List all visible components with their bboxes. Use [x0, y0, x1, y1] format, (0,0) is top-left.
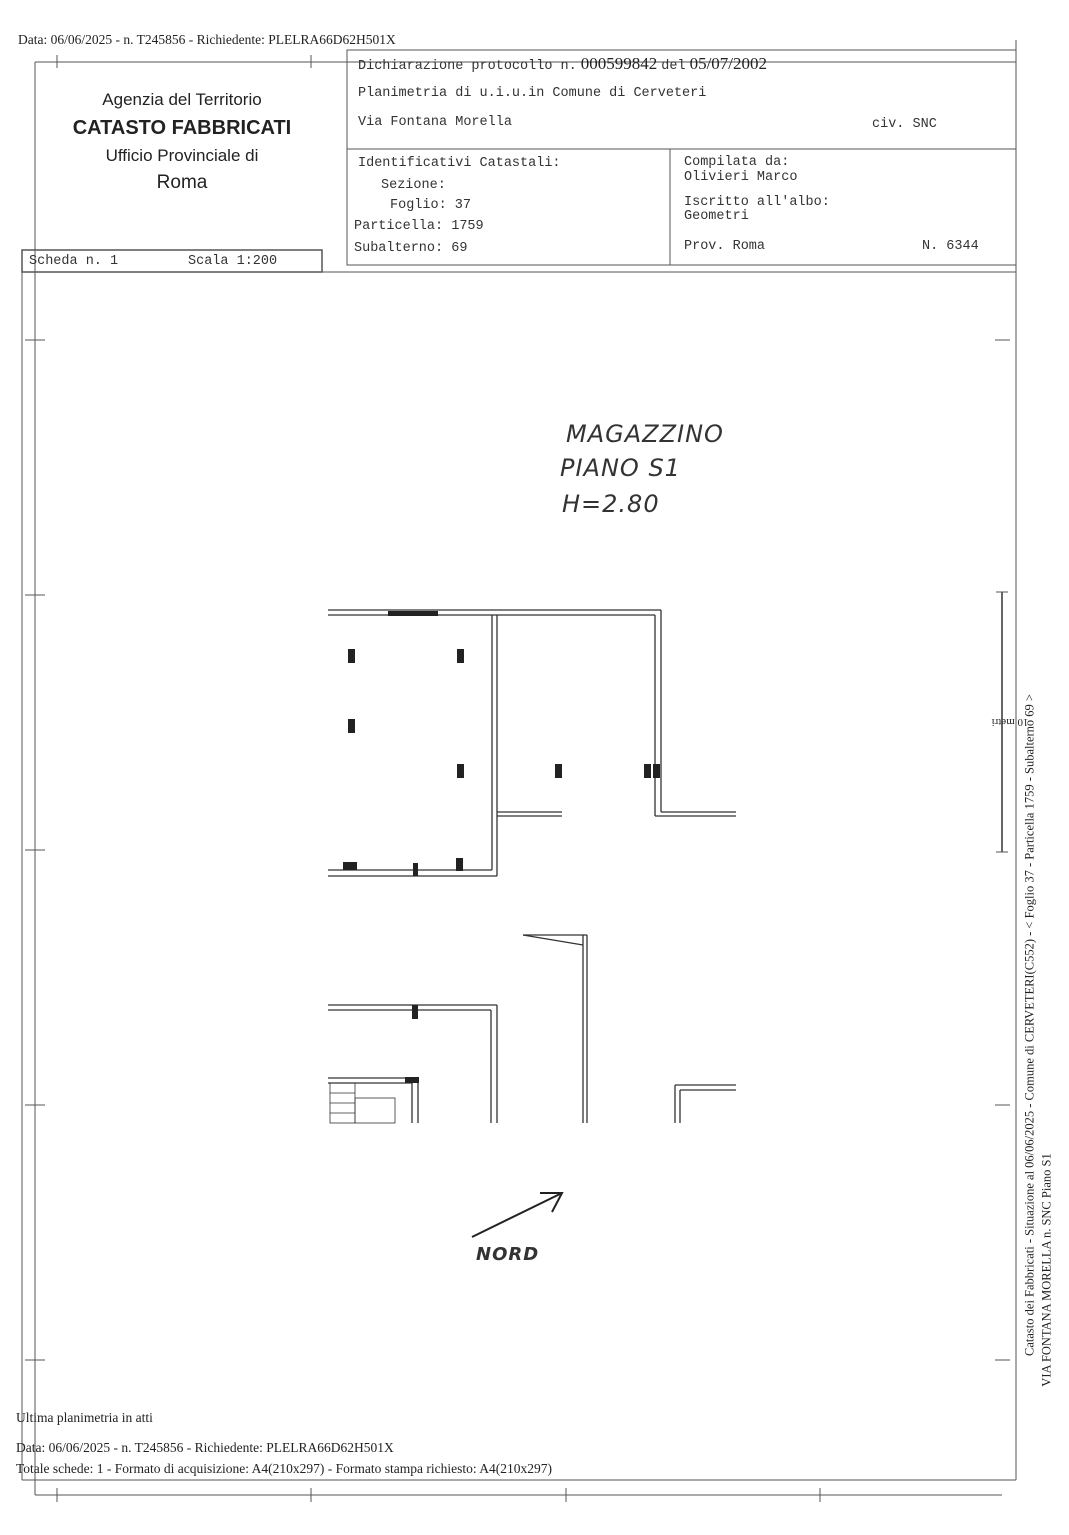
scheda-scale: Scala 1:200 [188, 254, 278, 269]
protocol-number: 000599842 [580, 54, 658, 73]
protocol-line: Dichiarazione protocollo n. 000599842 de… [358, 54, 767, 74]
footer-totale: Totale schede: 1 - Formato di acquisizio… [16, 1461, 552, 1476]
civic-number: civ. SNC [872, 117, 937, 132]
agency-city: Roma [156, 172, 208, 193]
north-arrow-icon [471, 1192, 564, 1238]
province: Prov. Roma [684, 239, 766, 254]
address: Via Fontana Morella [358, 115, 512, 130]
scheda-number: Scheda n. 1 [29, 254, 119, 269]
identificativi-title: Identificativi Catastali: [358, 156, 561, 171]
agency-name: Agenzia del Territorio [102, 90, 262, 109]
albo-value: Geometri [684, 209, 749, 224]
side-caption-2: VIA FONTANA MORELLA n. SNC Piano S1 [1039, 1153, 1054, 1387]
north-label: NORD [476, 1244, 540, 1265]
planimetria-title: Planimetria di u.i.u.in Comune di Cervet… [358, 86, 707, 101]
ultima-planimetria: Ultima planimetria in atti [16, 1410, 153, 1425]
compilata-name: Olivieri Marco [684, 170, 798, 185]
albo-label: Iscritto all'albo: [684, 195, 830, 210]
agency-office: Ufficio Provinciale di [105, 146, 259, 165]
top-request-line: Data: 06/06/2025 - n. T245856 - Richiede… [18, 32, 396, 47]
subalterno: Subalterno: 69 [354, 241, 468, 256]
particella: Particella: 1759 [354, 219, 484, 234]
protocol-label: Dichiarazione protocollo n. [358, 59, 577, 74]
side-caption-1: Catasto dei Fabbricati - Situazione al 0… [1022, 694, 1037, 1356]
protocol-date: 05/07/2002 [689, 54, 768, 73]
pillars [343, 611, 660, 1083]
compilata-label: Compilata da: [684, 155, 790, 170]
floor-plan [328, 609, 736, 1124]
registration-number: N. 6344 [922, 239, 979, 254]
protocol-date-label: del [661, 59, 686, 74]
footer-data: Data: 06/06/2025 - n. T245856 - Richiede… [16, 1440, 394, 1455]
agency-catasto: CATASTO FABBRICATI [72, 117, 292, 139]
sezione: Sezione: [381, 178, 446, 193]
room-floor: PIANO S1 [560, 454, 681, 482]
foglio: Foglio: 37 [390, 198, 472, 213]
room-name: MAGAZZINO [566, 420, 724, 448]
room-height: H=2.80 [562, 490, 660, 518]
